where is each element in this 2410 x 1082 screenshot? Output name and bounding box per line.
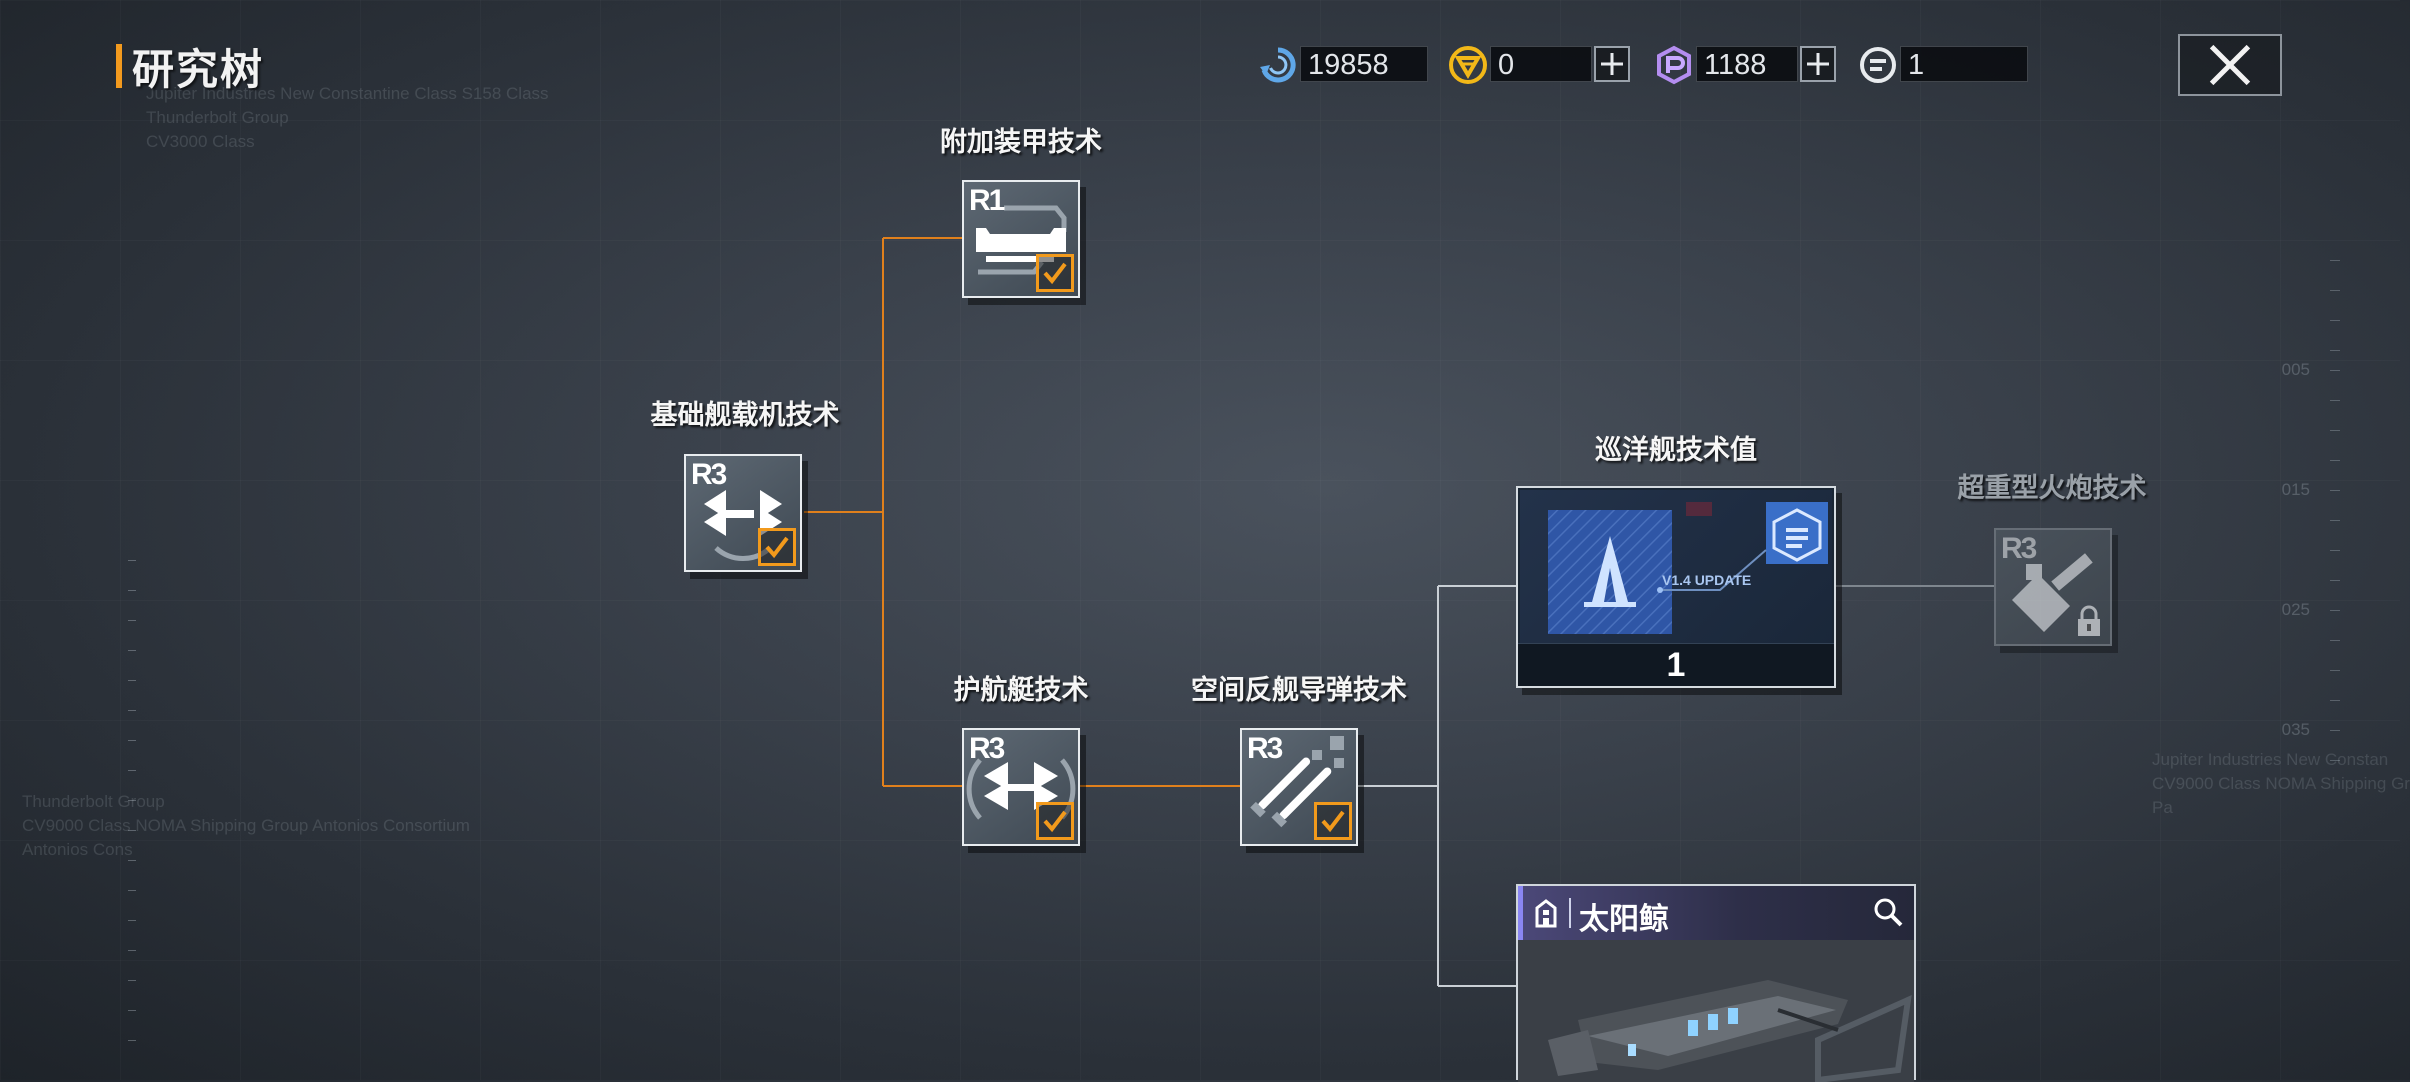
- ship-class-icon: [1535, 899, 1557, 928]
- ship-image: [1518, 940, 1914, 1082]
- node-basic-carrier[interactable]: R3: [684, 454, 802, 572]
- resource-gold-coin: 0: [1448, 44, 1638, 86]
- node-additional-armor[interactable]: R1: [962, 180, 1080, 298]
- background-text-mid-left: Thunderbolt Group CV9000 Class NOMA Ship…: [22, 792, 470, 859]
- cruiser-blueprint-art: [1548, 502, 1828, 634]
- cruiser-art-caption: V1.4 UPDATE: [1662, 572, 1752, 588]
- title-bar: 研究树: [116, 42, 264, 94]
- add-crystal-button[interactable]: [1800, 46, 1836, 82]
- refresh-currency-icon: [1260, 47, 1296, 83]
- resource-token-value: 1: [1908, 49, 1925, 81]
- background-text-right: Jupiter Industries New Constan CV9000 Cl…: [2152, 750, 2410, 817]
- heavy-cannon-icon: [2012, 553, 2093, 632]
- ship-card[interactable]: 太阳鲸: [1516, 884, 1916, 1082]
- node-anti-ship-missile[interactable]: R3: [1240, 728, 1358, 846]
- resource-tech-token: 1: [1858, 44, 2028, 86]
- page-title: 研究树: [132, 44, 265, 94]
- node-label-escort: 护航艇技术: [953, 675, 1089, 706]
- inspect-magnifier-icon[interactable]: [1872, 896, 1904, 928]
- node-rank-badge: R1: [969, 184, 1005, 217]
- tech-token-icon: [1860, 47, 1896, 83]
- node-super-heavy-cannon[interactable]: R3: [1994, 528, 2112, 646]
- padlock-icon: [2078, 605, 2100, 636]
- node-escort[interactable]: R3: [962, 728, 1080, 846]
- completed-check-icon: [1314, 802, 1352, 840]
- completed-check-icon: [758, 528, 796, 566]
- node-label-additional-armor: 附加装甲技术: [940, 127, 1102, 158]
- cruiser-tech-art: V1.4 UPDATE: [1520, 490, 1832, 648]
- cruiser-tech-card[interactable]: V1.4 UPDATE 1: [1516, 486, 1836, 688]
- gold-coin-icon: [1449, 46, 1487, 84]
- resource-crystal-value: 1188: [1704, 49, 1767, 81]
- add-gold-button[interactable]: [1594, 46, 1630, 82]
- resource-purple-crystal: 1188: [1654, 44, 1844, 86]
- resource-refresh-currency: 19858: [1258, 44, 1428, 86]
- carrier-icon: [704, 490, 782, 561]
- resource-refresh-value: 19858: [1308, 49, 1389, 81]
- node-label-super-heavy-cannon: 超重型火炮技术: [1957, 473, 2147, 504]
- ship-name: 太阳鲸: [1579, 902, 1669, 937]
- purple-crystal-icon: [1657, 45, 1691, 85]
- resource-gold-value: 0: [1498, 49, 1515, 81]
- node-rank-badge: R3: [1247, 732, 1283, 765]
- background-ruler-left: [128, 560, 138, 1060]
- background-text-top-left: Jupiter Industries New Constantine Class…: [146, 84, 549, 151]
- node-rank-badge: R3: [2001, 532, 2037, 565]
- active-connectors: [804, 237, 1240, 787]
- ship-card-header: 太阳鲸: [1518, 886, 1914, 940]
- node-rank-badge: R3: [969, 732, 1005, 765]
- node-label-anti-ship-missile: 空间反舰导弹技术: [1191, 675, 1407, 706]
- close-button[interactable]: [2178, 34, 2282, 96]
- cruiser-tech-value: 1: [1666, 646, 1686, 684]
- completed-check-icon: [1036, 802, 1074, 840]
- title-accent-bar: [116, 44, 122, 88]
- armor-plate-icon: [976, 205, 1067, 275]
- missile-icon: [1250, 736, 1344, 828]
- node-label-basic-carrier: 基础舰载机技术: [650, 400, 840, 431]
- node-rank-badge: R3: [691, 458, 727, 491]
- inactive-connectors: [1358, 585, 1516, 987]
- completed-check-icon: [1036, 254, 1074, 292]
- node-label-cruiser-tech: 巡洋舰技术值: [1595, 435, 1757, 466]
